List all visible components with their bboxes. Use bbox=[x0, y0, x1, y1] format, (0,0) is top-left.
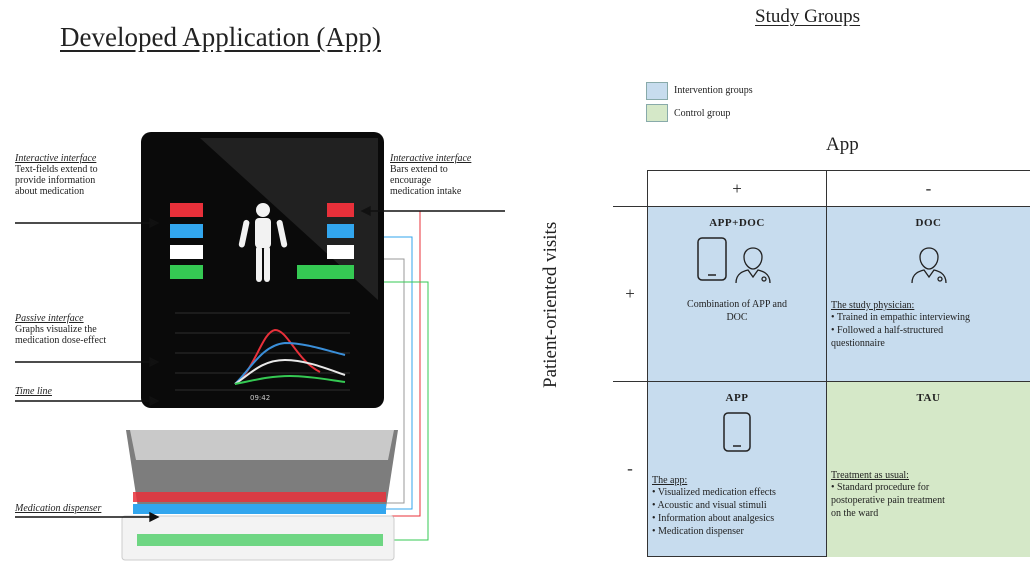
cell-app-doc-text: Combination of APP and DOC bbox=[687, 299, 787, 323]
doctor-icon bbox=[910, 247, 947, 284]
list-item: Trained in empathic interviewing bbox=[831, 311, 1030, 324]
legend-swatch-control bbox=[646, 104, 668, 122]
cell-app-title: APP bbox=[725, 392, 749, 404]
left-bar-red bbox=[170, 203, 203, 217]
connector-green bbox=[355, 281, 429, 541]
tablet-icon bbox=[723, 412, 751, 452]
cell-app-list: Visualized medication effects Acoustic a… bbox=[652, 486, 826, 538]
annotation-interactive-right: Interactive interface Bars extend to enc… bbox=[390, 153, 471, 197]
human-silhouette bbox=[238, 203, 288, 282]
annotation-passive-title: Passive interface bbox=[15, 313, 84, 324]
cell-doc-heading: The study physician: bbox=[831, 300, 915, 311]
right-bar-blue bbox=[327, 224, 354, 238]
cell-app-doc-title: APP+DOC bbox=[709, 217, 765, 229]
doctor-icon bbox=[735, 247, 771, 284]
row-sign-minus: - bbox=[613, 381, 648, 557]
study-groups-matrix: + - + APP+DOC Combination of bbox=[613, 170, 1030, 557]
study-groups-title: Study Groups bbox=[755, 6, 861, 27]
cell-tau-heading: Treatment as usual: bbox=[831, 470, 909, 481]
list-item: Visualized medication effects bbox=[652, 486, 826, 499]
annotation-passive-text: Graphs visualize the medication dose-eff… bbox=[15, 324, 107, 346]
cell-tau-list: Standard procedure for postoperative pai… bbox=[831, 481, 1030, 520]
list-item: Followed a half-structured questionnaire bbox=[831, 324, 1030, 350]
matrix-column-header: App bbox=[826, 134, 859, 155]
cell-tau: TAU Treatment as usual: Standard procedu… bbox=[826, 381, 1030, 557]
col-sign-plus: + bbox=[647, 170, 827, 207]
left-bar-green bbox=[170, 265, 203, 279]
matrix-row-header: Patient-oriented visits bbox=[540, 221, 561, 388]
cell-app-doc: APP+DOC Combination of APP and DOC bbox=[647, 206, 827, 382]
list-item: Information about analgesics bbox=[652, 512, 826, 525]
annotation-passive: Passive interface Graphs visualize the m… bbox=[15, 313, 106, 346]
cell-app: APP The app: Visualized medication effec… bbox=[647, 381, 827, 557]
tablet-screen: 09:42 bbox=[141, 132, 384, 408]
curve-white bbox=[234, 358, 346, 385]
medication-dispenser-box bbox=[121, 430, 398, 561]
tablet-icon bbox=[697, 237, 727, 281]
cell-doc-list: Trained in empathic interviewing Followe… bbox=[831, 311, 1030, 350]
annotation-dispenser-title: Medication dispenser bbox=[15, 503, 102, 514]
legend-swatch-intervention bbox=[646, 82, 668, 100]
curve-green bbox=[234, 374, 346, 385]
list-item: Medication dispenser bbox=[652, 525, 826, 538]
cell-doc-title: DOC bbox=[915, 217, 942, 229]
cell-app-heading: The app: bbox=[652, 475, 688, 486]
annotation-timeline-title: Time line bbox=[15, 386, 52, 397]
developed-app-title: Developed Application (App) bbox=[60, 22, 381, 52]
list-item: Acoustic and visual stimuli bbox=[652, 499, 826, 512]
legend-label-control: Control group bbox=[674, 108, 731, 119]
row-sign-plus: + bbox=[613, 206, 648, 382]
annotation-interactive-left-title: Interactive interface bbox=[15, 153, 97, 164]
svg-text:09:42: 09:42 bbox=[250, 394, 270, 402]
right-bar-green bbox=[297, 265, 354, 279]
col-sign-minus: - bbox=[826, 170, 1030, 207]
left-bar-white bbox=[170, 245, 203, 259]
annotation-dispenser: Medication dispenser bbox=[15, 503, 101, 514]
annotation-interactive-left-text: Text-fields extend to provide informatio… bbox=[15, 164, 98, 197]
curve-blue bbox=[234, 341, 346, 385]
annotation-timeline: Time line bbox=[15, 386, 52, 397]
app-device-illustration: 09:42 bbox=[15, 132, 505, 561]
annotation-interactive-right-text: Bars extend to encourage medication inta… bbox=[390, 164, 462, 197]
list-item: Standard procedure for postoperative pai… bbox=[831, 481, 1030, 520]
annotation-interactive-right-title: Interactive interface bbox=[390, 153, 472, 164]
left-bar-blue bbox=[170, 224, 203, 238]
app-doc-icons bbox=[697, 237, 771, 284]
cell-doc: DOC The study physician: Trained in empa… bbox=[826, 206, 1030, 382]
legend-label-intervention: Intervention groups bbox=[674, 85, 753, 96]
right-bar-white bbox=[327, 245, 354, 259]
cell-tau-title: TAU bbox=[916, 392, 941, 404]
right-bar-red bbox=[327, 203, 354, 217]
annotation-interactive-left: Interactive interface Text-fields extend… bbox=[15, 153, 98, 197]
